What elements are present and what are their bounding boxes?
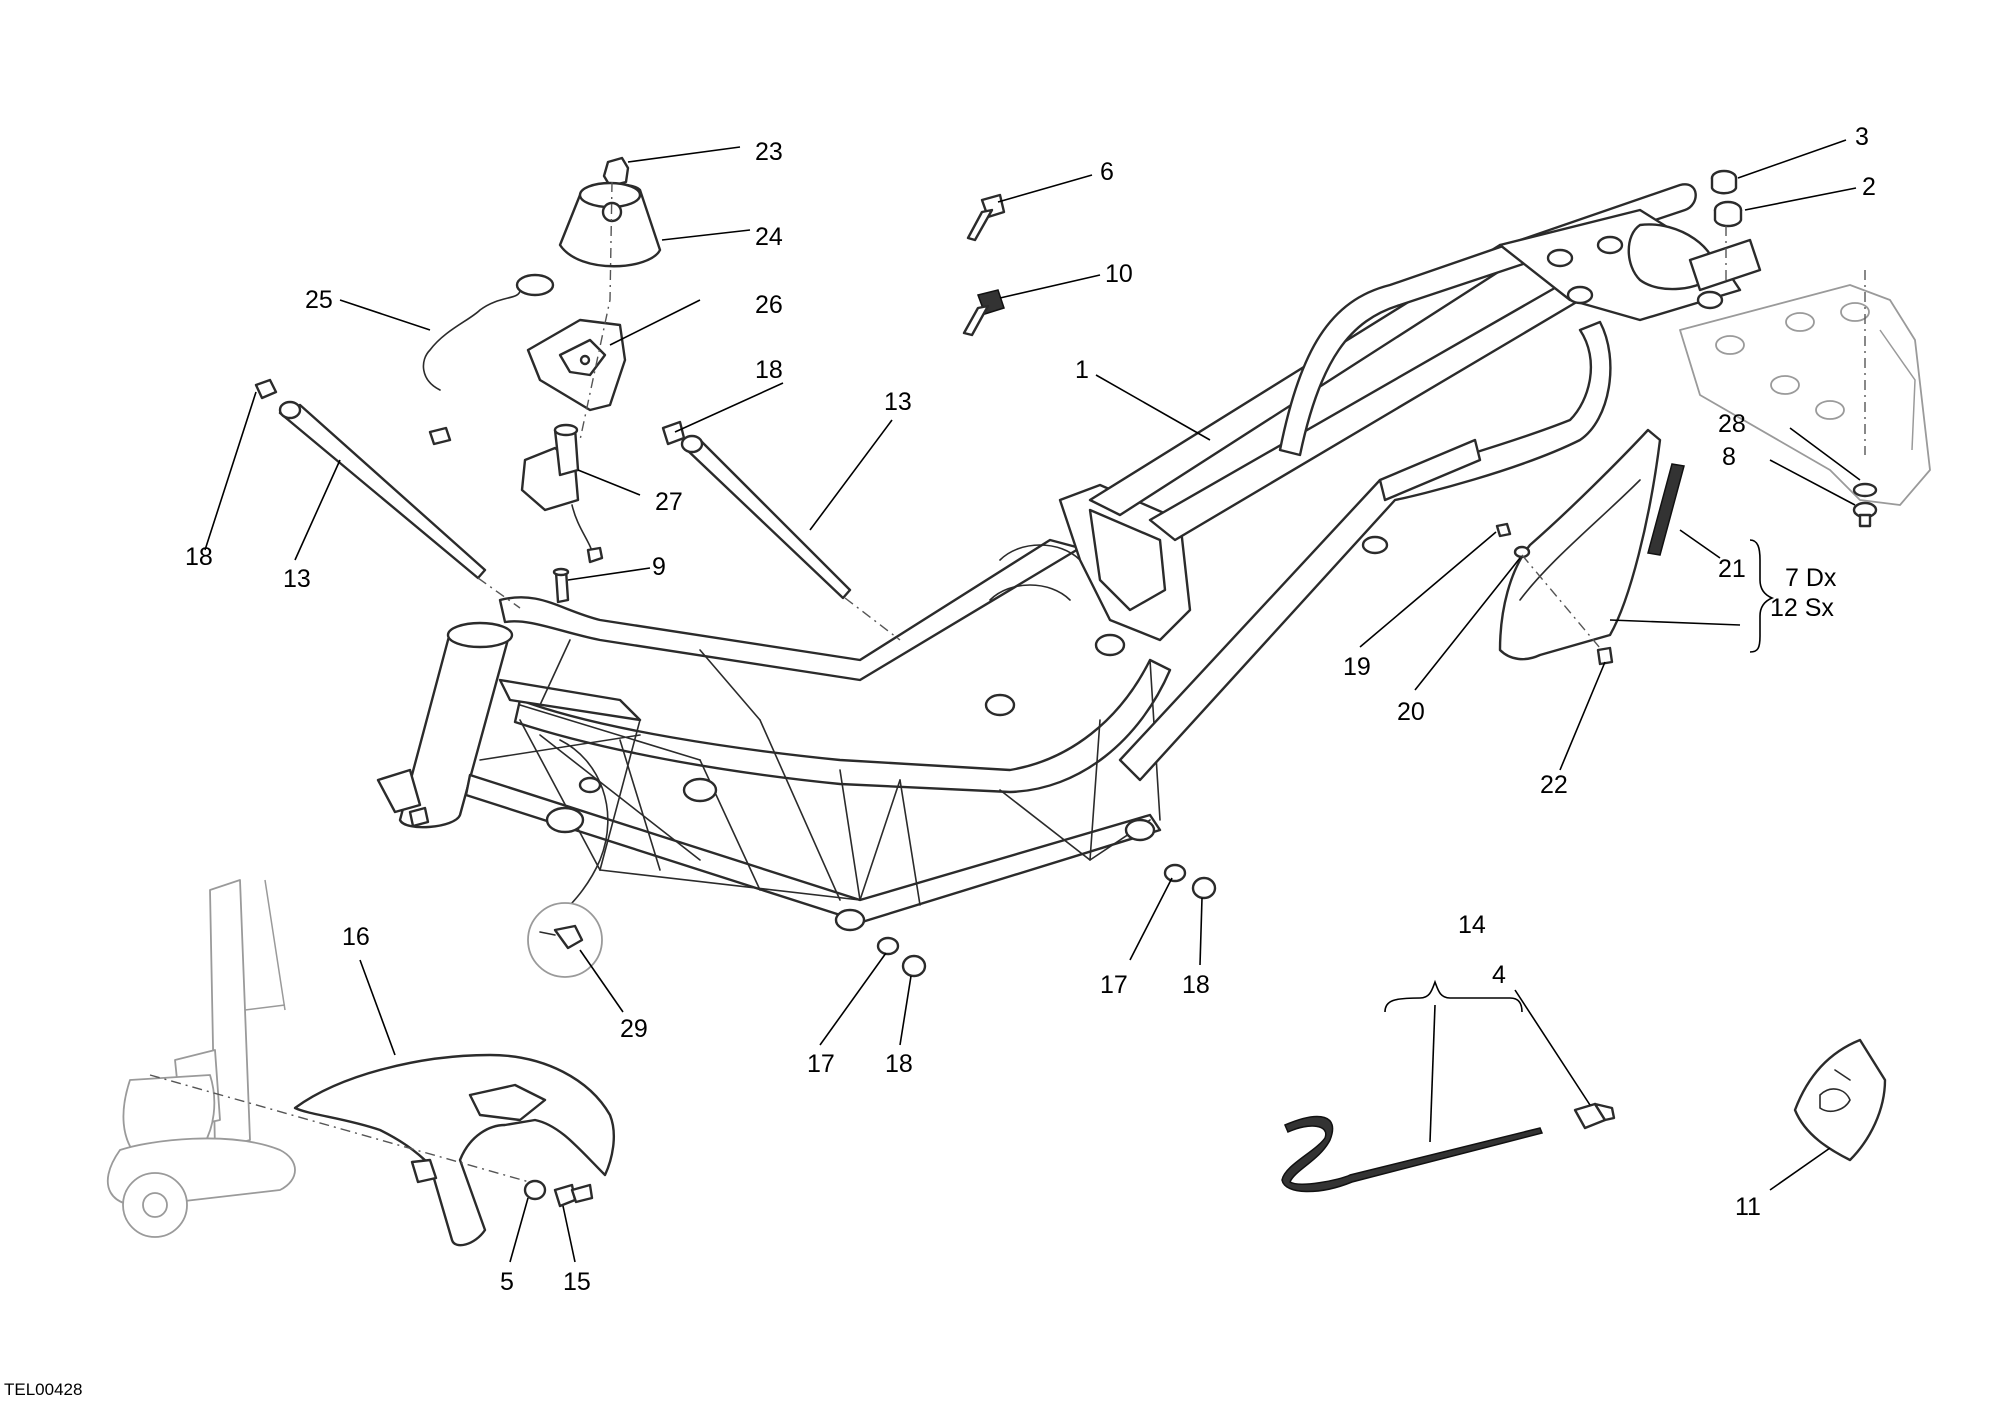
callout-18-mid: 18 [755, 356, 783, 384]
rubber-mounts [1710, 169, 1878, 528]
callout-15: 15 [563, 1268, 591, 1296]
callout-10: 10 [1105, 260, 1133, 288]
callout-2: 2 [1862, 173, 1876, 201]
connector-detail [527, 902, 603, 978]
callout-11: 11 [1735, 1193, 1761, 1221]
decal [1793, 1038, 1887, 1162]
bolts-13 [254, 378, 901, 641]
callout-19: 19 [1343, 653, 1371, 681]
callout-25: 25 [305, 286, 333, 314]
front-mudguard [149, 1053, 615, 1247]
callout-26: 26 [755, 291, 783, 319]
callout-27: 27 [655, 488, 683, 516]
callout-14: 14 [1458, 911, 1486, 939]
callout-18-lower-left: 18 [885, 1050, 913, 1078]
callout-labels: 1 2 3 4 5 6 8 9 10 11 13 13 14 15 16 17 … [185, 123, 1876, 1296]
callout-22: 22 [1540, 771, 1568, 799]
callout-29: 29 [620, 1015, 648, 1043]
callout-28: 28 [1718, 410, 1746, 438]
callout-17-left: 17 [807, 1050, 835, 1078]
callout-18-left: 18 [185, 543, 213, 571]
callout-16: 16 [342, 923, 370, 951]
front-fork-ghost [106, 879, 296, 1238]
steering-lock-assembly [422, 156, 662, 604]
callout-4: 4 [1492, 961, 1506, 989]
callout-13-left: 13 [283, 565, 311, 593]
cable-assembly [1281, 1102, 1616, 1193]
rear-panel-ghost [1679, 284, 1931, 506]
callout-9: 9 [652, 553, 666, 581]
callout-5: 5 [500, 1268, 514, 1296]
callout-23: 23 [755, 138, 783, 166]
callout-1: 1 [1075, 356, 1089, 384]
callout-18-lower-right: 18 [1182, 971, 1210, 999]
callout-13-right: 13 [884, 388, 912, 416]
callout-20: 20 [1397, 698, 1425, 726]
leader-lines [204, 139, 1861, 1263]
side-note-left: 12 Sx [1770, 594, 1834, 622]
lower-bumpers [876, 863, 1217, 978]
keys-6-10 [962, 193, 1006, 337]
callout-24: 24 [755, 223, 783, 251]
callout-8: 8 [1722, 443, 1736, 471]
callout-21: 21 [1718, 555, 1746, 583]
side-note-right: 7 Dx [1785, 564, 1837, 592]
side-cover [1495, 428, 1685, 666]
callout-6: 6 [1100, 158, 1114, 186]
drawing-reference-code: TEL00428 [4, 1380, 83, 1399]
trellis-frame [376, 183, 1762, 932]
callout-17-right: 17 [1100, 971, 1128, 999]
callout-3: 3 [1855, 123, 1869, 151]
